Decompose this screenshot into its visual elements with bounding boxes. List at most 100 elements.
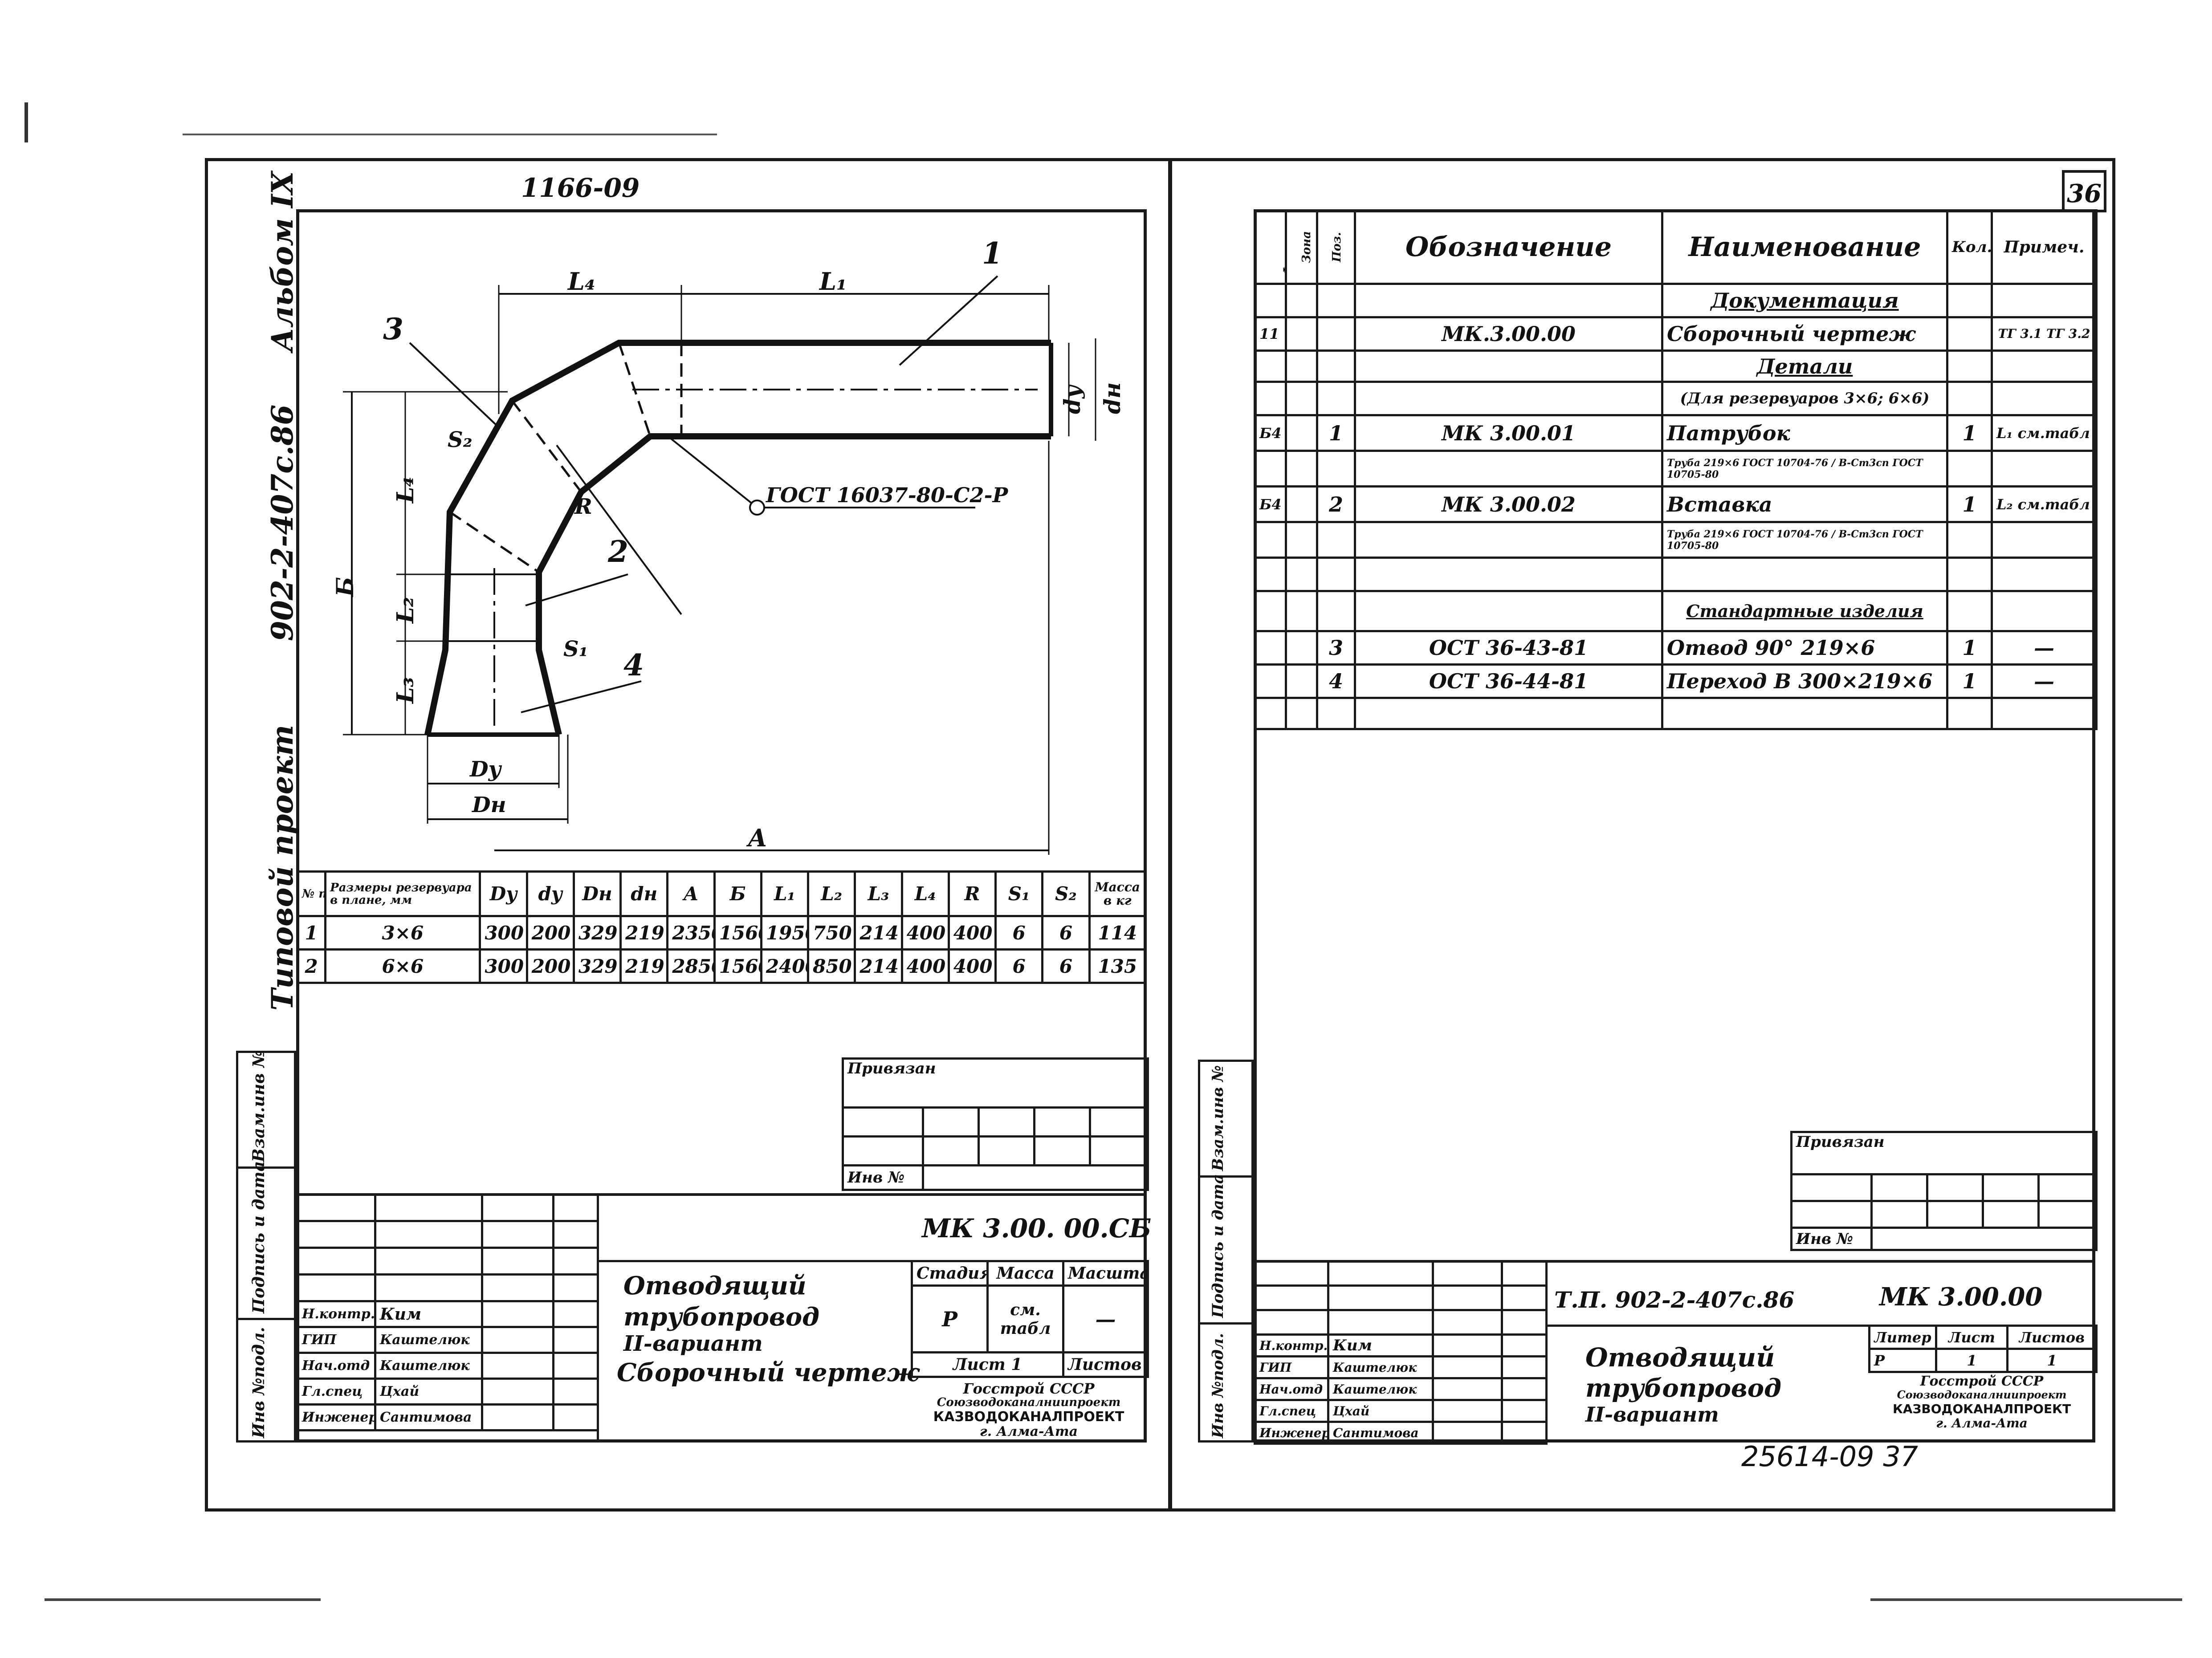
signature-cell <box>481 1378 554 1406</box>
weld-line <box>511 400 582 493</box>
inv-no-value <box>1870 1227 2098 1251</box>
sig-cell <box>1254 1284 1329 1311</box>
params-cell: 1560 <box>713 948 762 984</box>
spec-row: 4 ОСТ 36-44-81 Переход В 300×219×6 1 — <box>1254 663 2098 699</box>
privyazan-block-right: Привязан Инв № <box>1790 1131 2098 1251</box>
org-line-3: КАЗВОДОКАНАЛПРОЕКТ <box>1892 1402 2071 1416</box>
scan-mark <box>24 102 28 142</box>
role-cell: Н.контр. <box>296 1300 376 1328</box>
dim-label-Dn: Dн <box>472 792 506 817</box>
signature-cell <box>1432 1421 1503 1445</box>
spec-note <box>1991 349 2098 383</box>
spec-note: — <box>1991 663 2098 699</box>
margin-label-podpis: Подпись и дата <box>249 1161 268 1313</box>
params-cell: 1 <box>296 915 327 951</box>
title-divider <box>1545 1325 2095 1327</box>
dim-label-S1: S₁ <box>563 637 588 662</box>
dim-label-L4-top: L₄ <box>568 267 595 296</box>
name-cell: Цхай <box>1327 1399 1434 1423</box>
spec-name: Труба 219×6 ГОСТ 10704-76 / В-Ст3сп ГОСТ… <box>1661 521 1948 559</box>
leader-line <box>409 342 500 428</box>
name-cell: Ким <box>1327 1333 1434 1357</box>
role-cell: Нач.отд <box>296 1352 376 1380</box>
signature-cell <box>1432 1377 1503 1401</box>
spec-header: Формат <box>1254 209 1287 285</box>
margin-label-inv-podl: Инв №подл. <box>249 1327 268 1438</box>
spec-zone <box>1285 485 1318 523</box>
margin-label-vzam: Взам.инв № <box>1209 1065 1227 1171</box>
params-cell: 300 <box>479 948 528 984</box>
spec-code: МК 3.00.01 <box>1354 414 1663 452</box>
params-cell: 400 <box>947 948 997 984</box>
title-block-right <box>1254 1260 2095 1443</box>
sig-cell <box>296 1193 376 1222</box>
name-cell: Сантимова <box>1327 1421 1434 1445</box>
params-cell: 6 <box>1041 915 1091 951</box>
weld-note: ГОСТ 16037-80-С2-Р <box>766 483 1008 507</box>
params-header: Dн <box>572 870 622 917</box>
sig-cell <box>1254 1260 1329 1287</box>
params-cell: 1950 <box>760 915 810 951</box>
spec-name: Документация <box>1661 283 1948 318</box>
privyazan-cell <box>1926 1200 1984 1229</box>
spec-code: ОСТ 36-43-81 <box>1354 630 1663 666</box>
leader-line <box>521 680 642 713</box>
spec-zone <box>1285 663 1318 699</box>
spec-zone <box>1285 283 1318 318</box>
privyazan-cell <box>1089 1135 1149 1166</box>
privyazan-cell <box>1790 1200 1873 1229</box>
org-line-1: Госстрой СССР <box>963 1380 1095 1397</box>
margin-divider <box>1198 1175 1254 1178</box>
org-line-4: г. Алма-Ата <box>1936 1416 2028 1430</box>
callout-4: 4 <box>623 648 644 683</box>
params-header: R <box>947 870 997 917</box>
spec-pos <box>1316 316 1356 352</box>
params-header: L₃ <box>854 870 903 917</box>
params-header: dн <box>619 870 669 917</box>
sig-cell <box>1501 1284 1548 1311</box>
spec-fmt <box>1254 697 1287 730</box>
role-cell: Инженер <box>296 1403 376 1431</box>
spec-header: Зона <box>1285 209 1318 285</box>
spec-pos <box>1316 349 1356 383</box>
signature-cell <box>1432 1355 1503 1379</box>
sig-cell <box>374 1220 483 1249</box>
org-line-1: Госстрой СССР <box>1920 1374 2044 1389</box>
sig-cell <box>374 1193 483 1222</box>
spec-code <box>1354 590 1663 632</box>
role-cell: Инженер <box>1254 1421 1329 1445</box>
sig-cell <box>1501 1309 1548 1336</box>
spec-qty <box>1946 283 1993 318</box>
name-cell: Цхай <box>374 1378 483 1406</box>
sig-cell <box>1327 1260 1434 1287</box>
signature-cell <box>481 1352 554 1380</box>
spec-code <box>1354 521 1663 559</box>
privyazan-cell <box>1870 1200 1928 1229</box>
spec-name: Вставка <box>1661 485 1948 523</box>
spec-pos: 1 <box>1316 414 1356 452</box>
params-header: № п/п <box>296 870 327 917</box>
params-cell: 214 <box>854 948 903 984</box>
sig-cell <box>1501 1260 1548 1287</box>
spec-name: Переход В 300×219×6 <box>1661 663 1948 699</box>
params-cell: 2850 <box>666 948 716 984</box>
spec-name: (Для резервуаров 3×6; 6×6) <box>1661 381 1948 416</box>
spec-qty: 1 <box>1946 630 1993 666</box>
sheets-value: 1 <box>2006 1348 2098 1373</box>
spec-header: Наименование <box>1661 209 1948 285</box>
spec-header-text: Формат <box>1281 218 1286 276</box>
spec-fmt <box>1254 349 1287 383</box>
spec-code <box>1354 697 1663 730</box>
pipe-inner-contour <box>536 433 1051 736</box>
params-cell: 6 <box>1041 948 1091 984</box>
name-cell: Ким <box>374 1300 483 1328</box>
title-line-1: Отводящий <box>623 1271 807 1300</box>
margin-label-vzam: Взам.инв № <box>249 1050 268 1162</box>
sheet-number: 36 <box>2062 170 2106 212</box>
stage-header: Литер <box>1868 1325 1937 1350</box>
signature-cell <box>481 1326 554 1354</box>
spec-name: Труба 219×6 ГОСТ 10704-76 / В-Ст3сп ГОСТ… <box>1661 450 1948 488</box>
params-cell: 6×6 <box>324 948 481 984</box>
margin-divider <box>236 1166 296 1169</box>
privyazan-label: Привязан <box>842 1057 1149 1109</box>
